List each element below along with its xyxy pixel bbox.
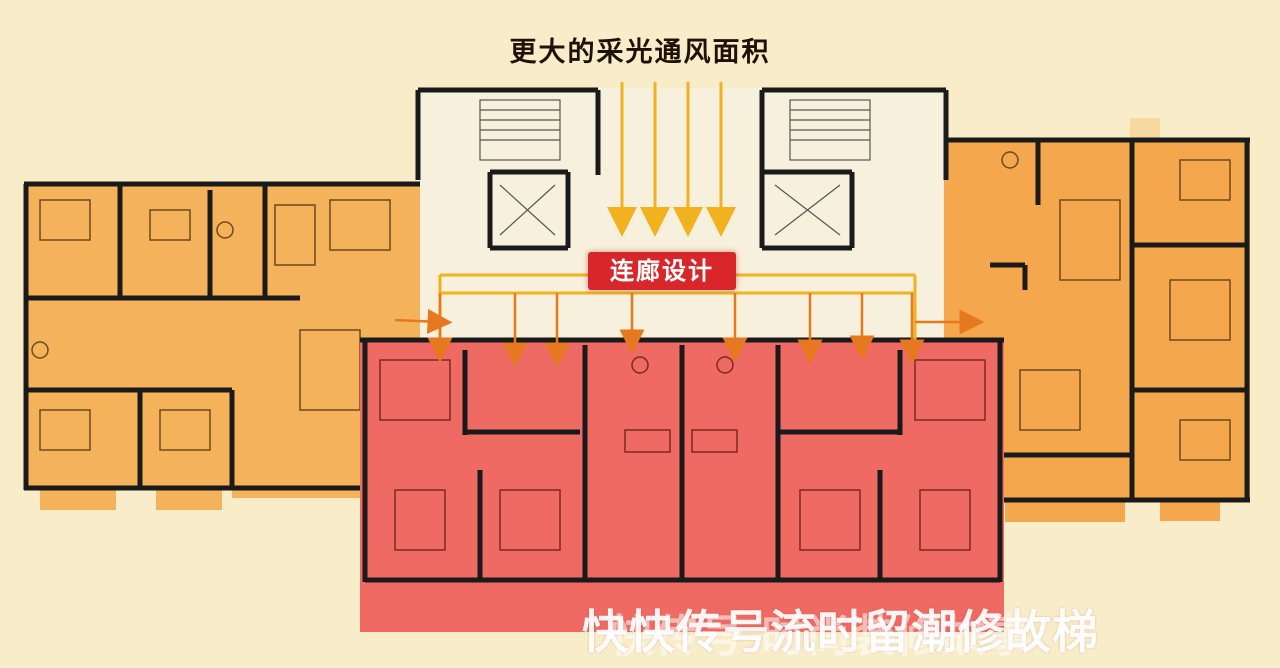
daylight-arrows <box>607 82 736 237</box>
corridor-design-badge: 连廊设计 <box>588 252 736 290</box>
left-unit <box>23 181 420 510</box>
cores <box>415 87 949 251</box>
watermark: 快快传号流时留潮修故梯 <box>582 605 1099 659</box>
core-area <box>418 88 946 350</box>
diagram-title: 更大的采光通风面积 <box>509 37 771 68</box>
distribution-arrows <box>394 293 985 368</box>
center-unit <box>360 337 1004 632</box>
watermark-ghost: 快传号 时尚装修故事 <box>610 611 1032 662</box>
